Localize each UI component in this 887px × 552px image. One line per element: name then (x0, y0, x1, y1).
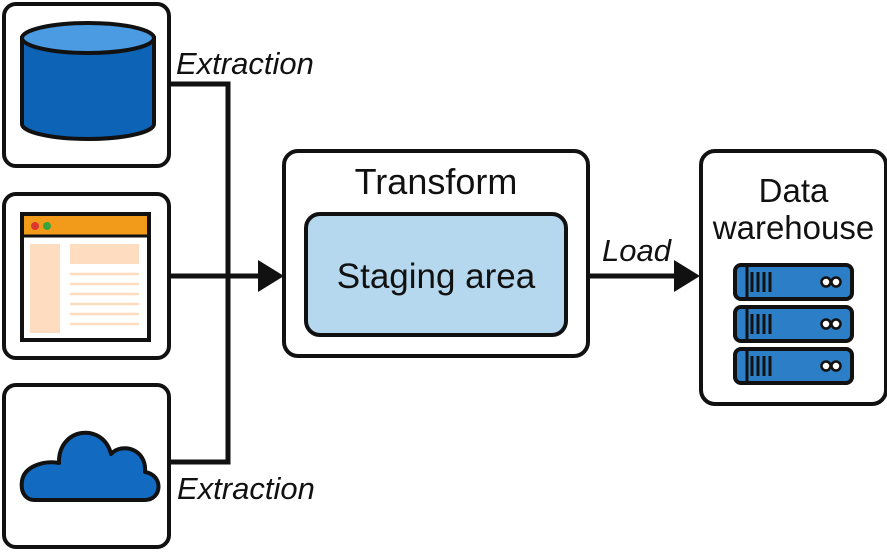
extraction-label-top: Extraction (176, 46, 314, 81)
transform-title: Transform (354, 161, 518, 202)
staging-area-label: Staging area (336, 257, 536, 296)
server-rack-icon (733, 263, 854, 385)
database-icon (20, 21, 156, 141)
data-warehouse-label: Data warehouse (712, 172, 875, 246)
arrow-to-transform (258, 260, 284, 292)
server-unit (733, 263, 854, 301)
server-unit (733, 305, 854, 343)
arrow-to-warehouse (674, 260, 700, 292)
server-unit (733, 347, 854, 385)
extraction-label-bottom: Extraction (177, 471, 315, 506)
extraction-connectors (169, 81, 260, 465)
staging-area-box (304, 212, 568, 337)
load-label: Load (602, 233, 671, 268)
browser-window-icon (20, 212, 151, 342)
cloud-icon (19, 430, 161, 502)
